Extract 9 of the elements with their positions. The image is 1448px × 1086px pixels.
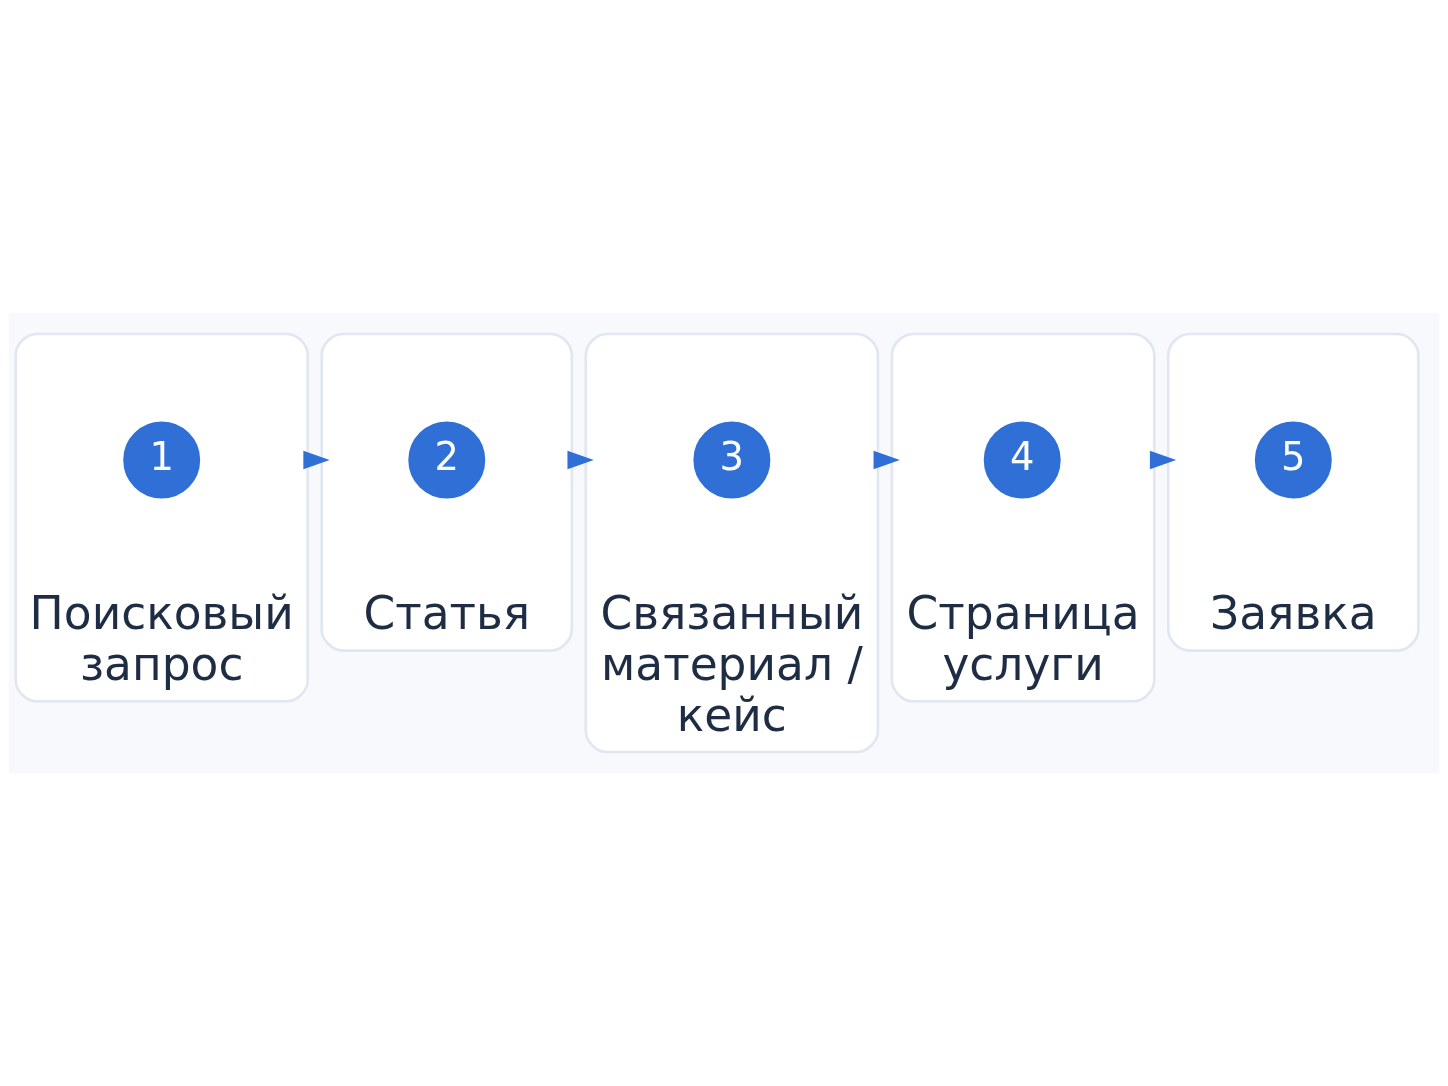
node-circle: 1 [123, 421, 201, 499]
arrow [873, 450, 900, 470]
node-circle: 5 [1254, 421, 1332, 499]
node-circle: 3 [693, 421, 771, 499]
arrow [1149, 450, 1177, 470]
node-circle: 4 [983, 421, 1061, 499]
node-circle: 2 [408, 421, 486, 499]
arrow [303, 450, 330, 470]
arrow [567, 450, 594, 470]
